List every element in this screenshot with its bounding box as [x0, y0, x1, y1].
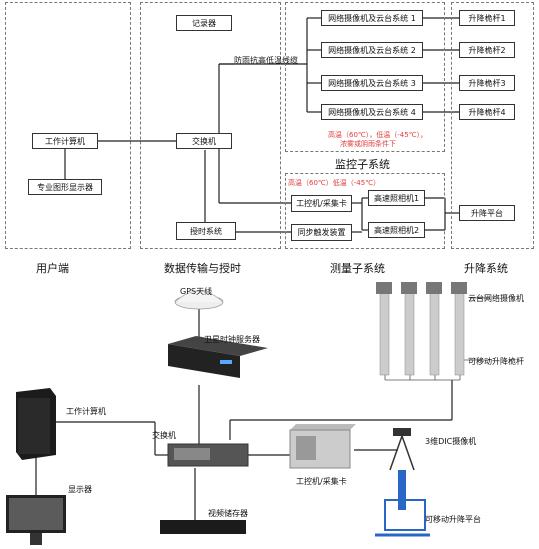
lift-title: 升降系统	[464, 262, 508, 275]
cable-label: 防雨抗高低温线缆	[234, 56, 298, 65]
switch-label: 交换机	[192, 136, 216, 146]
sync-box: 同步触发装置	[291, 224, 352, 241]
pole-label: 升降桅杆1	[468, 13, 506, 23]
recorder-label: 记录器	[192, 18, 216, 28]
monitoring-title: 监控子系统	[335, 158, 390, 171]
mast-cameras-icon	[376, 282, 468, 380]
timing-box: 授时系统	[176, 222, 236, 240]
lift-platform-label: 升降平台	[471, 208, 503, 218]
hs-camera-label: 高速照相机1	[373, 193, 420, 203]
camera-label: 网络摄像机及云台系统 2	[328, 45, 416, 55]
user-section	[5, 2, 131, 249]
pole-box-1: 升降桅杆1	[459, 10, 515, 26]
camera-box-2: 网络摄像机及云台系统 2	[321, 42, 423, 58]
pole-box-4: 升降桅杆4	[459, 104, 515, 120]
bottom-lift-platform-label: 可移动升降平台	[425, 515, 481, 524]
nvr-icon	[160, 520, 246, 534]
pole-label: 升降桅杆2	[468, 45, 506, 55]
user-title: 用户端	[36, 262, 69, 275]
measurement-temp-note: 高温（60℃）低温（-45℃）	[288, 179, 381, 187]
measurement-title: 测量子系统	[330, 262, 385, 275]
pole-box-2: 升降桅杆2	[459, 42, 515, 58]
gps-antenna-icon	[176, 282, 222, 310]
bottom-work-computer-label: 工作计算机	[66, 407, 106, 416]
pole-box-3: 升降桅杆3	[459, 75, 515, 91]
video-storage-label: 视频储存器	[208, 509, 248, 518]
bottom-ipc-label: 工控机/采集卡	[296, 477, 347, 486]
sync-label: 同步触发装置	[297, 228, 346, 237]
industrial-pc-icon	[290, 424, 356, 468]
dic-camera-label: 3维DIC摄像机	[425, 437, 477, 446]
monitor-icon	[6, 495, 66, 545]
hs-camera-label: 高速照相机2	[373, 225, 420, 235]
gps-label: GPS天线	[180, 287, 213, 296]
lift-platform-box: 升降平台	[459, 205, 515, 221]
graphic-display-label: 专业图形显示器	[37, 182, 93, 192]
ipc-box: 工控机/采集卡	[291, 195, 352, 212]
ipc-label: 工控机/采集卡	[296, 199, 347, 208]
lift-section	[451, 2, 534, 249]
recorder-box: 记录器	[176, 15, 232, 31]
pole-label: 升降桅杆4	[468, 107, 506, 117]
camera-label: 网络摄像机及云台系统 4	[328, 107, 416, 117]
monitoring-section	[285, 2, 445, 152]
work-computer-box: 工作计算机	[32, 133, 98, 149]
pole-label: 升降桅杆3	[468, 78, 506, 88]
camera-box-3: 网络摄像机及云台系统 3	[321, 75, 423, 91]
camera-label: 网络摄像机及云台系统 1	[328, 13, 416, 23]
transmission-title: 数据传输与授时	[164, 262, 241, 275]
measurement-section	[285, 173, 445, 249]
ptz-camera-label: 云台网络摄像机	[468, 294, 524, 303]
dic-lift-platform-icon	[375, 428, 430, 538]
transmission-section	[140, 2, 281, 249]
graphic-display-box: 专业图形显示器	[28, 179, 102, 195]
bottom-display-label: 显示器	[68, 485, 92, 494]
bottom-switch-label: 交换机	[152, 431, 176, 440]
camera-box-1: 网络摄像机及云台系统 1	[321, 10, 423, 26]
hs-camera-box-1: 高速照相机1	[368, 190, 425, 206]
hs-camera-box-2: 高速照相机2	[368, 222, 425, 238]
work-computer-label: 工作计算机	[45, 136, 85, 146]
server-icon	[168, 336, 268, 378]
camera-label: 网络摄像机及云台系统 3	[328, 78, 416, 88]
monitoring-note-line1: 高温（60℃），低温（-45℃），	[328, 131, 428, 139]
workstation-icon	[16, 388, 56, 460]
timing-label: 授时系统	[190, 226, 222, 236]
monitoring-note-line2: 浓雾或阴雨条件下	[340, 140, 396, 148]
sat-server-label: 卫星时钟服务器	[204, 335, 260, 344]
network-switch-icon	[168, 444, 248, 466]
switch-box: 交换机	[176, 133, 232, 149]
camera-box-4: 网络摄像机及云台系统 4	[321, 104, 423, 120]
mast-label: 可移动升降桅杆	[468, 357, 524, 366]
